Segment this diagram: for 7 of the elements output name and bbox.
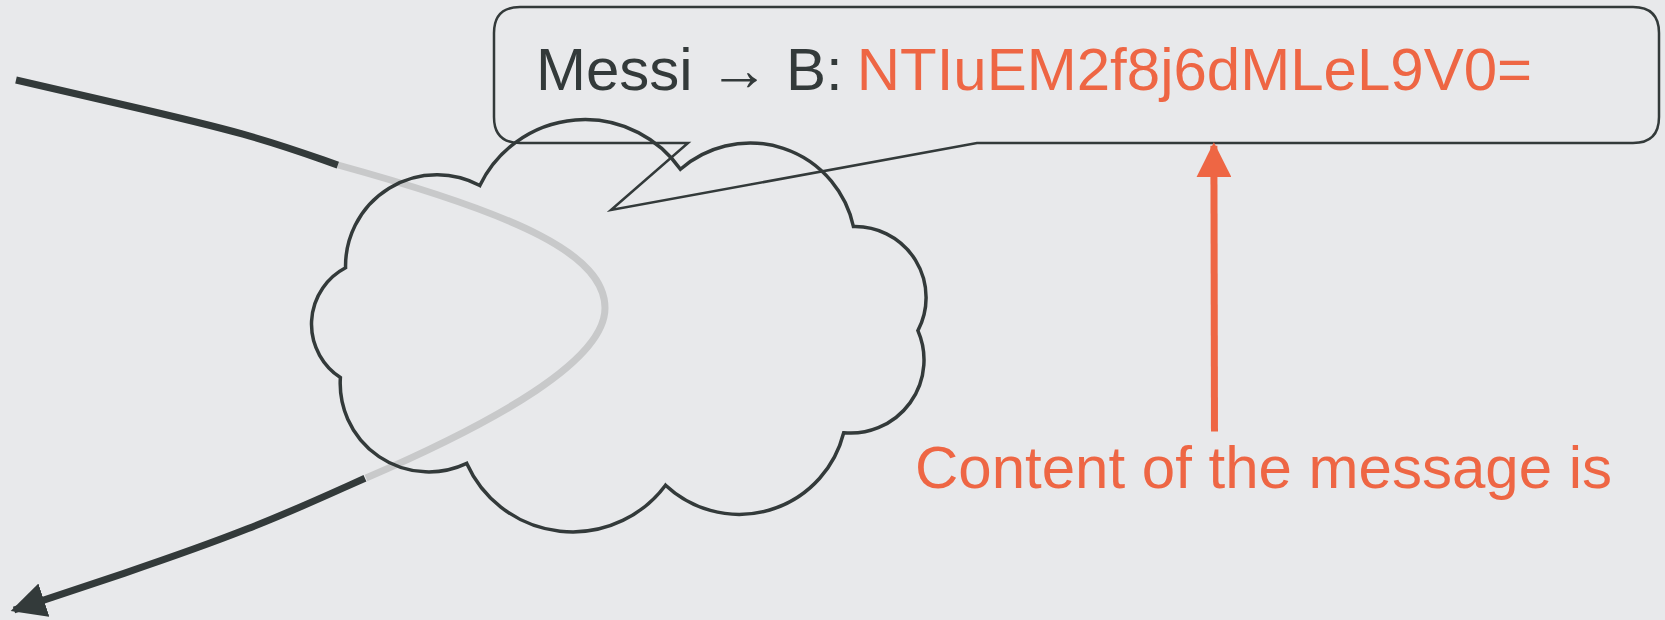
line <box>15 76 339 169</box>
message-sender: Messi → B: <box>536 35 843 104</box>
annotation-text: Content of the message is <box>915 438 1613 498</box>
arrow <box>10 475 367 617</box>
encrypted-message: NTIuEM2f8j6dMLeL9V0= <box>856 35 1533 104</box>
speech-bubble <box>492 5 1662 215</box>
arrow <box>1196 142 1232 432</box>
